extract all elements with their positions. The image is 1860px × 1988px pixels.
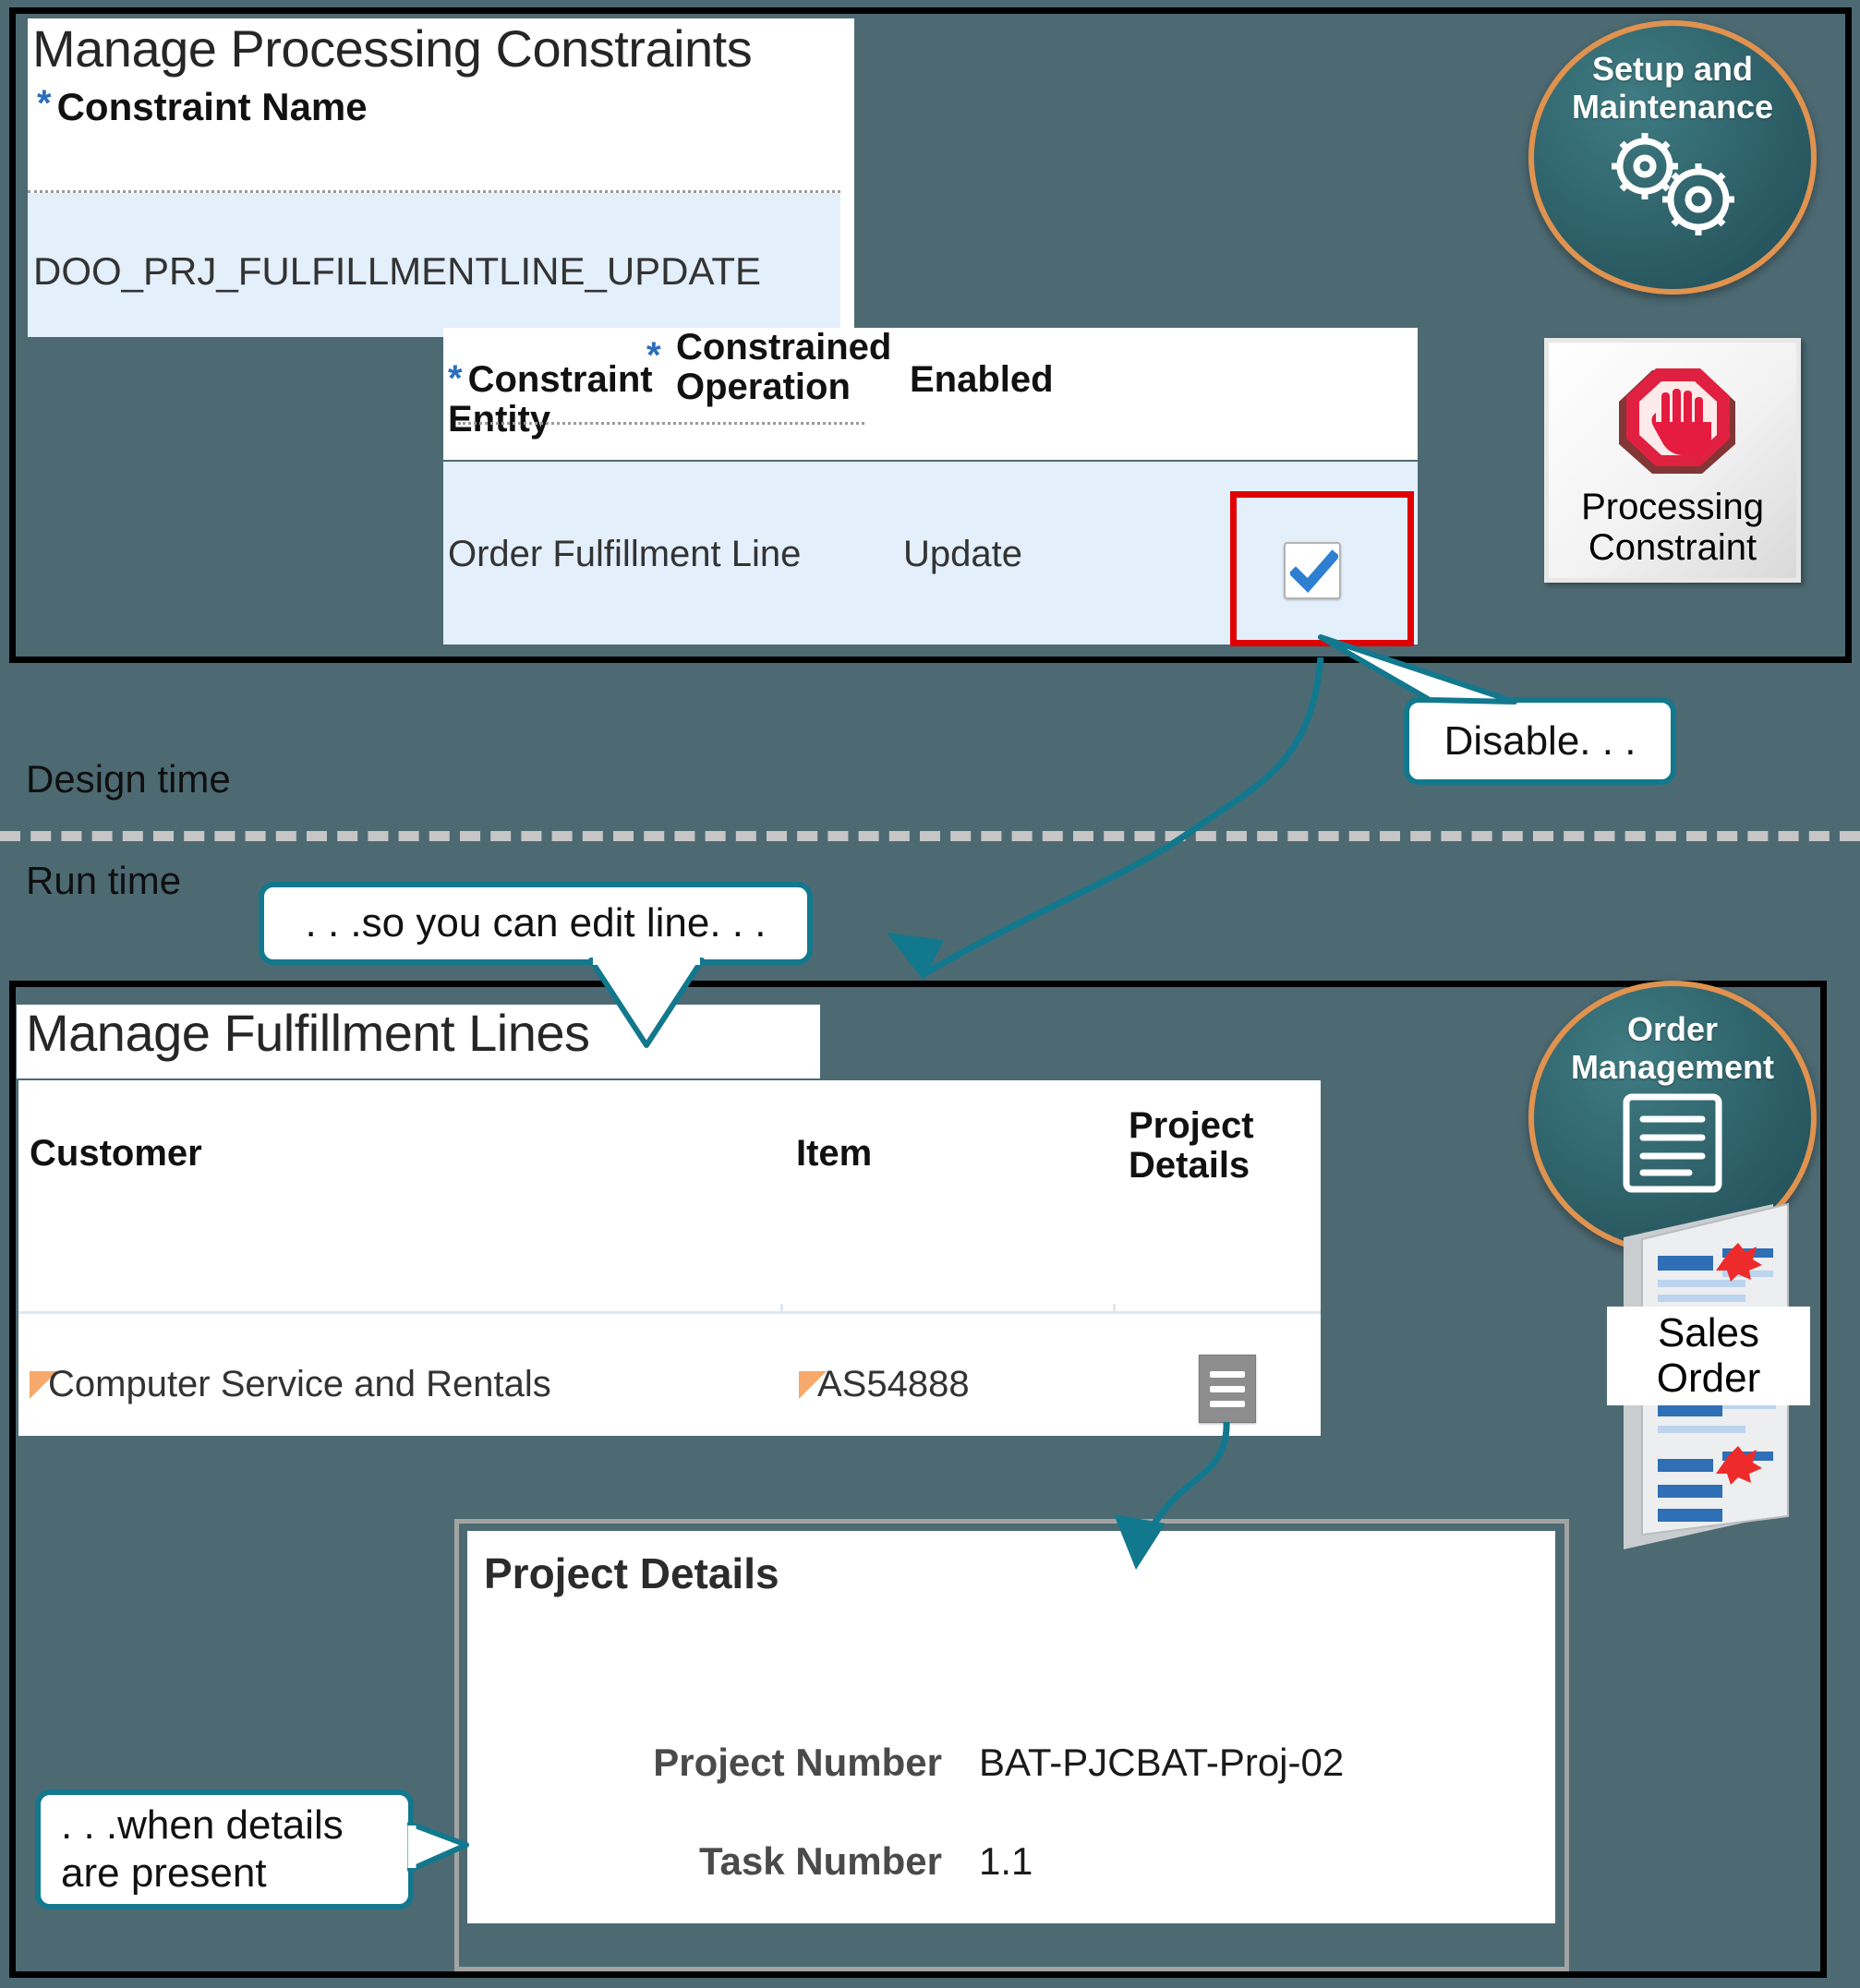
task-number-value: 1.1 [979, 1839, 1033, 1883]
callout-edit-line: . . .so you can edit line. . . [259, 882, 813, 965]
badge-line-1: Setup and [1591, 50, 1753, 88]
document-lines-icon [1623, 1093, 1722, 1193]
fulfillment-table-col-divider-2 [1113, 1304, 1116, 1314]
checkmark-icon [1290, 549, 1338, 594]
fulfillment-table-header-rule [18, 1311, 1321, 1314]
task-number-label: Task Number [699, 1839, 942, 1883]
constraint-entity-header-underline [458, 422, 864, 425]
cell-item: AS54888 [817, 1364, 970, 1404]
cell-constraint-entity: Order Fulfillment Line [448, 534, 802, 574]
setup-and-maintenance-badge: Setup and Maintenance [1528, 20, 1817, 295]
col-header-customer: Customer [30, 1133, 202, 1174]
callout-details-present: . . .when details are present [35, 1789, 414, 1910]
design-time-label: Design time [26, 757, 231, 801]
callout-details-present-text: . . .when details are present [61, 1802, 344, 1896]
cell-customer: Computer Service and Rentals [48, 1364, 551, 1404]
processing-constraint-tile: Processing Constraint [1544, 338, 1801, 583]
callout-edit-line-text: . . .so you can edit line. . . [305, 900, 767, 946]
run-time-panel [9, 981, 1827, 1978]
badge-line-2: Maintenance [1571, 88, 1774, 127]
enabled-checkbox[interactable] [1284, 542, 1341, 599]
hamburger-line-1 [1210, 1370, 1245, 1378]
time-divider [0, 831, 1860, 841]
required-asterisk-constrained-operation: * [646, 335, 661, 376]
required-asterisk-constraint-entity: * [448, 358, 463, 399]
constraints-table-header: *Constraint Entity * Constrained Operati… [443, 327, 1418, 460]
fulfillment-table-col-divider-1 [780, 1304, 783, 1314]
sales-order-line-2: Order [1656, 1355, 1761, 1402]
constraint-name-label: Constraint Name [56, 85, 368, 128]
gears-icon [1612, 133, 1734, 236]
project-number-value: BAT-PJCBAT-Proj-02 [979, 1741, 1345, 1784]
project-details-dialog-body [467, 1531, 1555, 1923]
sales-order-line-1: Sales [1657, 1310, 1760, 1355]
col-header-constraint-entity-label: Constraint Entity [448, 359, 653, 440]
callout-disable: Disable. . . [1404, 697, 1676, 785]
hamburger-line-3 [1210, 1400, 1245, 1407]
sales-order-label: Sales Order [1607, 1307, 1810, 1405]
stop-hand-icon [1619, 368, 1735, 474]
fulfillment-table-row[interactable]: Computer Service and Rentals AS54888 [18, 1316, 1321, 1436]
customer-edited-flag-icon [30, 1371, 57, 1399]
col-header-constrained-operation-label: Constrained Operation [676, 327, 892, 408]
project-details-dialog [454, 1519, 1569, 1971]
tile-line-1: Processing [1581, 487, 1764, 527]
om-badge-line-1: Order [1626, 1010, 1719, 1048]
required-asterisk-constraint-name: * [37, 83, 52, 124]
constraint-name-field: *Constraint Name [37, 85, 840, 194]
cell-constrained-operation: Update [903, 534, 1022, 574]
col-header-item: Item [796, 1133, 873, 1174]
constraints-table-card [443, 328, 1418, 460]
project-details-menu-button[interactable] [1199, 1355, 1256, 1423]
hamburger-line-2 [1210, 1385, 1245, 1392]
project-number-label: Project Number [653, 1741, 942, 1784]
item-edited-flag-icon [799, 1371, 827, 1399]
project-details-dialog-title: Project Details [484, 1549, 779, 1597]
col-header-enabled: Enabled [910, 359, 1054, 400]
mfl-page-title: Manage Fulfillment Lines [26, 1004, 590, 1062]
tile-line-2: Constraint [1588, 527, 1757, 568]
run-time-label: Run time [26, 859, 182, 902]
constraint-name-separator [28, 190, 840, 193]
constraint-name-value: DOO_PRJ_FULFILLMENTLINE_UPDATE [33, 249, 762, 293]
om-badge-line-2: Management [1570, 1048, 1775, 1087]
fulfillment-lines-table-card [18, 1080, 1321, 1436]
constraint-name-value-row [28, 193, 840, 337]
callout-disable-text: Disable. . . [1443, 717, 1637, 764]
col-header-constraint-entity: *Constraint Entity [448, 358, 653, 440]
mpc-page-title: Manage Processing Constraints [28, 19, 850, 89]
